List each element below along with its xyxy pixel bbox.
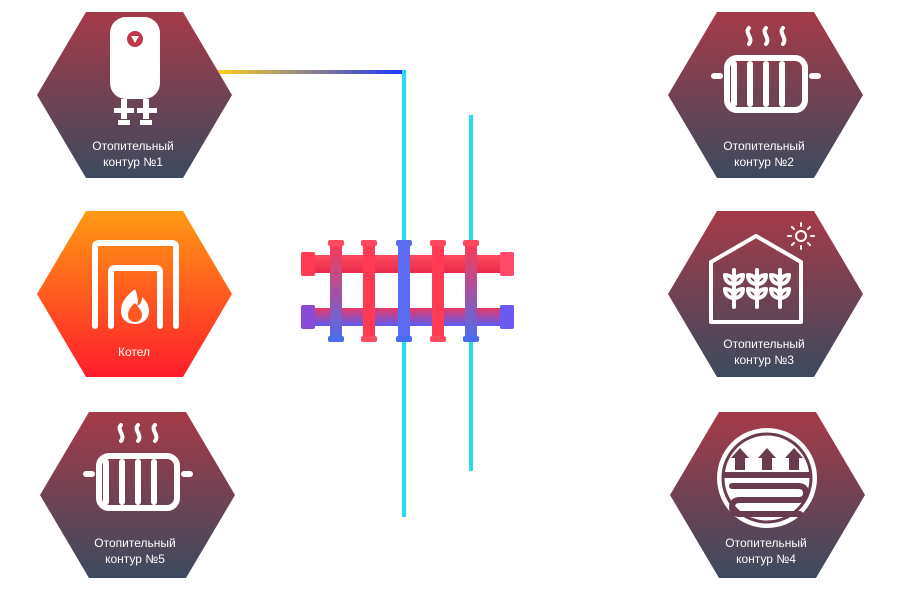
underfloor-heating-icon	[717, 428, 817, 528]
node-circuit-1-label-line2: контур №1	[103, 155, 163, 169]
pipe-c1-a	[213, 70, 406, 517]
node-circuit-1-label-line1: Отопительный	[92, 139, 173, 153]
node-circuit-2: Отопительный контур №2	[668, 12, 863, 178]
pipes	[213, 70, 685, 517]
node-circuit-5-label-line2: контур №5	[105, 552, 165, 566]
node-circuit-2-label-line2: контур №2	[734, 155, 794, 169]
boiler-flame-icon	[92, 240, 179, 329]
water-heater-icon	[110, 17, 160, 125]
node-circuit-3-label-line1: Отопительный	[723, 337, 804, 351]
node-circuit-4-label-line2: контур №4	[736, 552, 796, 566]
node-circuit-5: Отопительный контур №5	[40, 412, 235, 578]
node-circuit-3-label-line2: контур №3	[734, 353, 794, 367]
node-circuit-4-label-line1: Отопительный	[725, 536, 806, 550]
node-circuit-4: Отопительный контур №4	[670, 412, 865, 578]
node-circuit-3: Отопительный контур №3	[668, 211, 863, 377]
radiator-icon	[83, 423, 193, 511]
radiator-icon	[711, 26, 821, 113]
node-circuit-1: Отопительный контур №1	[37, 12, 232, 178]
node-boiler: Котел	[37, 211, 232, 377]
node-circuit-5-label-line1: Отопительный	[94, 536, 175, 550]
distribution-manifold-icon	[301, 240, 514, 342]
node-circuit-2-label-line1: Отопительный	[723, 139, 804, 153]
sun-icon	[787, 222, 815, 250]
node-boiler-label: Котел	[118, 345, 150, 359]
greenhouse-icon	[709, 222, 815, 324]
